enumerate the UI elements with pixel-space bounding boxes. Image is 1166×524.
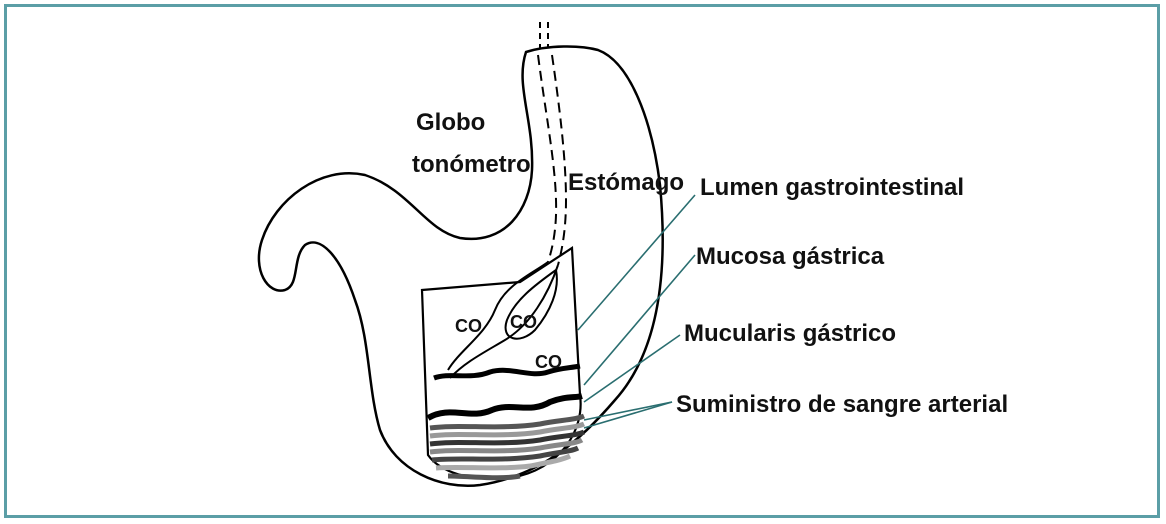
label-lumen: Lumen gastrointestinal	[700, 174, 964, 201]
label-tonometro: tonómetro	[412, 151, 531, 178]
tonometer-tube	[538, 22, 566, 265]
muscularis-layer	[428, 396, 582, 418]
label-globo: Globo	[416, 109, 485, 136]
blood-supply-layers	[430, 416, 584, 478]
label-mucosa: Mucosa gástrica	[696, 243, 885, 270]
label-muscularis: Mucularis gástrico	[684, 320, 896, 347]
label-sangre: Suministro de sangre arterial	[676, 391, 1008, 418]
label-co-right: CO	[535, 352, 562, 372]
label-estomago: Estómago	[568, 169, 684, 196]
label-co-balloon: CO	[510, 312, 537, 332]
label-co-left: CO	[455, 316, 482, 336]
